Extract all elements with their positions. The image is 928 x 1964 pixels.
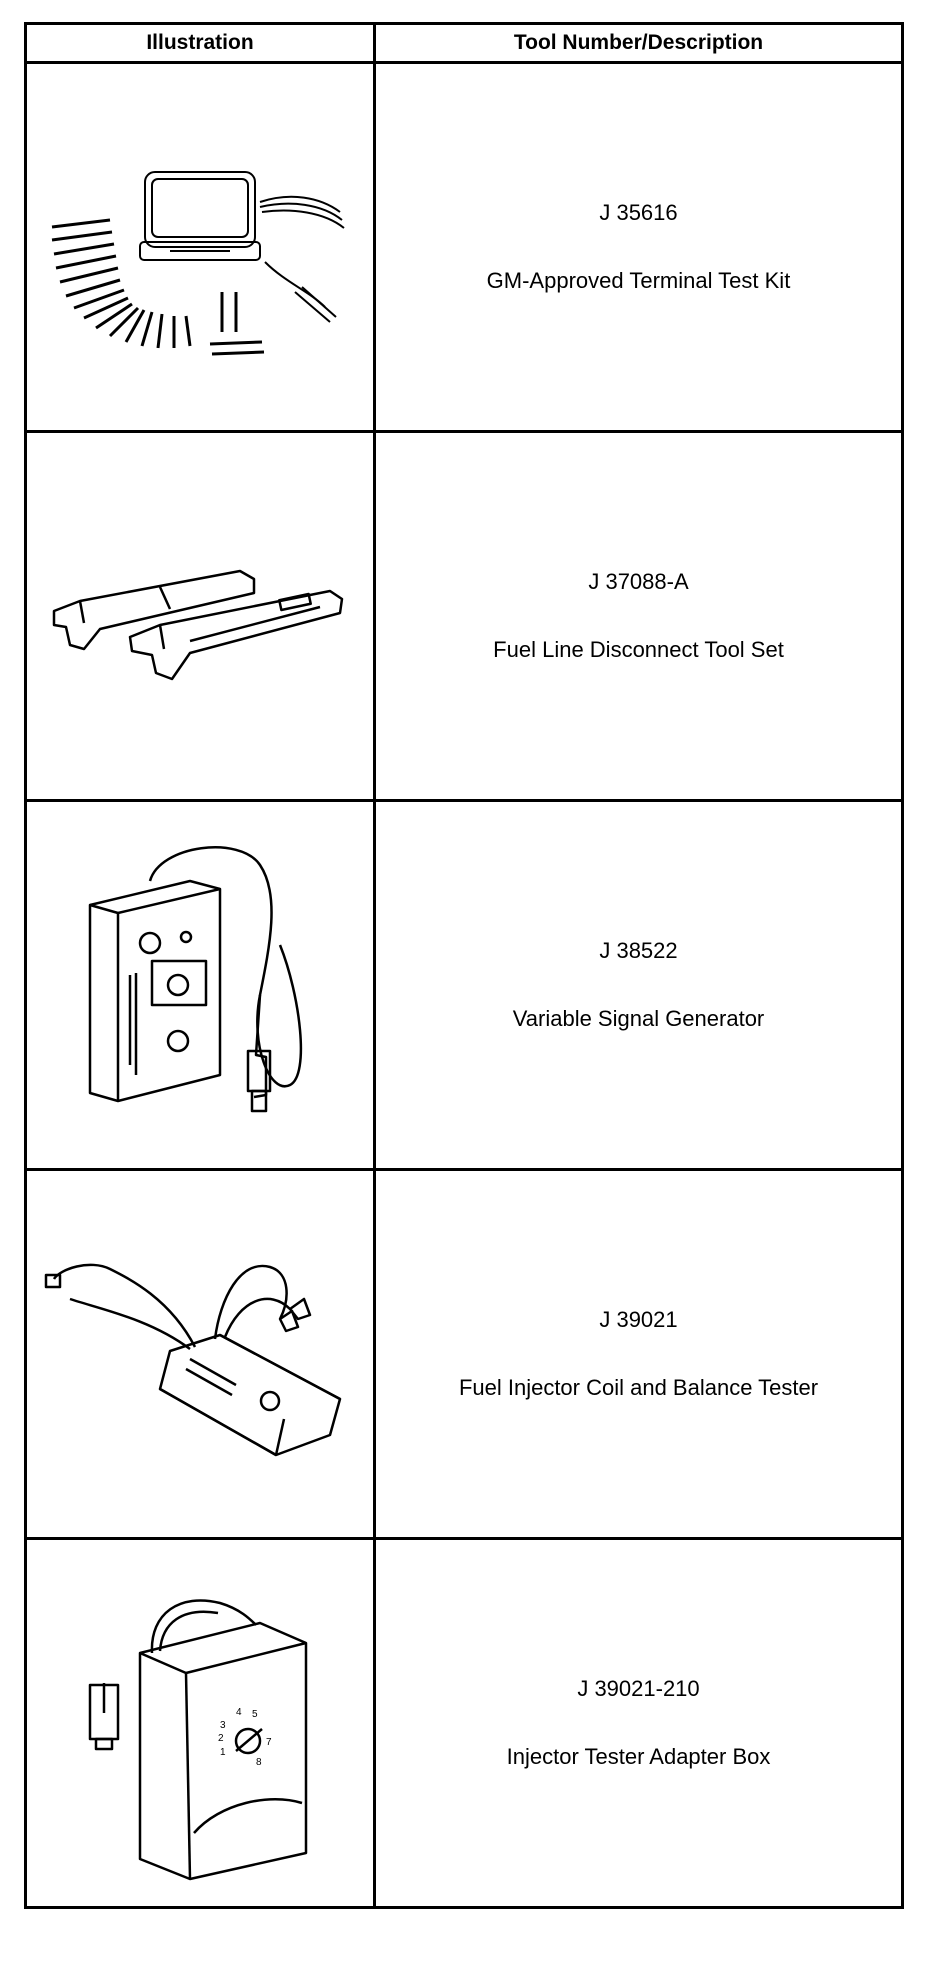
- tool-description: Injector Tester Adapter Box: [506, 1744, 771, 1769]
- illustration-cell: [24, 61, 376, 433]
- dial-label: 1: [220, 1747, 226, 1758]
- header-row: Illustration Tool Number/Description: [24, 22, 904, 64]
- dial-label: 5: [252, 1709, 258, 1720]
- tools-table: Illustration Tool Number/Description: [24, 22, 904, 1909]
- terminal-test-kit-icon: [51, 171, 345, 356]
- tool-description: GM-Approved Terminal Test Kit: [486, 268, 791, 293]
- tool-header: Tool Number/Description: [373, 22, 904, 64]
- tool-number: J 38522: [599, 938, 678, 963]
- tool-number: J 35616: [599, 200, 678, 225]
- tool-number: J 37088-A: [588, 569, 689, 594]
- dial-label: 8: [256, 1757, 262, 1768]
- fuel-line-disconnect-tools-icon: [52, 569, 344, 681]
- illustration-cell: [24, 430, 376, 802]
- tool-number: J 39021-210: [577, 1676, 700, 1701]
- tool-description: Variable Signal Generator: [512, 1006, 765, 1031]
- description-cell: J 37088-A Fuel Line Disconnect Tool Set: [373, 430, 904, 802]
- tool-description: Fuel Line Disconnect Tool Set: [493, 637, 784, 662]
- description-cell: J 35616 GM-Approved Terminal Test Kit: [373, 61, 904, 433]
- table-row: J 39021 Fuel Injector Coil and Balance T…: [24, 1168, 904, 1540]
- illustration-cell: 1 2 3 4 5 7 8: [24, 1537, 376, 1909]
- table-row: J 35616 GM-Approved Terminal Test Kit: [24, 61, 904, 433]
- illustration-header: Illustration: [24, 22, 376, 64]
- illustration-cell: [24, 1168, 376, 1540]
- injector-tester-icon: [44, 1263, 342, 1457]
- tool-number: J 39021: [599, 1307, 678, 1332]
- table-row: J 38522 Variable Signal Generator: [24, 799, 904, 1171]
- description-cell: J 39021 Fuel Injector Coil and Balance T…: [373, 1168, 904, 1540]
- dial-label: 7: [266, 1737, 272, 1748]
- table-row: J 37088-A Fuel Line Disconnect Tool Set: [24, 430, 904, 802]
- description-cell: J 38522 Variable Signal Generator: [373, 799, 904, 1171]
- dial-label: 2: [218, 1733, 224, 1744]
- table-row: 1 2 3 4 5 7 8 J 39021-210 Injector Teste…: [24, 1537, 904, 1909]
- dial-label: 4: [236, 1707, 242, 1718]
- description-cell: J 39021-210 Injector Tester Adapter Box: [373, 1537, 904, 1909]
- dial-label: 3: [220, 1720, 226, 1731]
- signal-generator-icon: [88, 846, 303, 1113]
- adapter-box-icon: 1 2 3 4 5 7 8: [88, 1599, 308, 1881]
- illustration-cell: [24, 799, 376, 1171]
- tool-description: Fuel Injector Coil and Balance Tester: [458, 1375, 819, 1400]
